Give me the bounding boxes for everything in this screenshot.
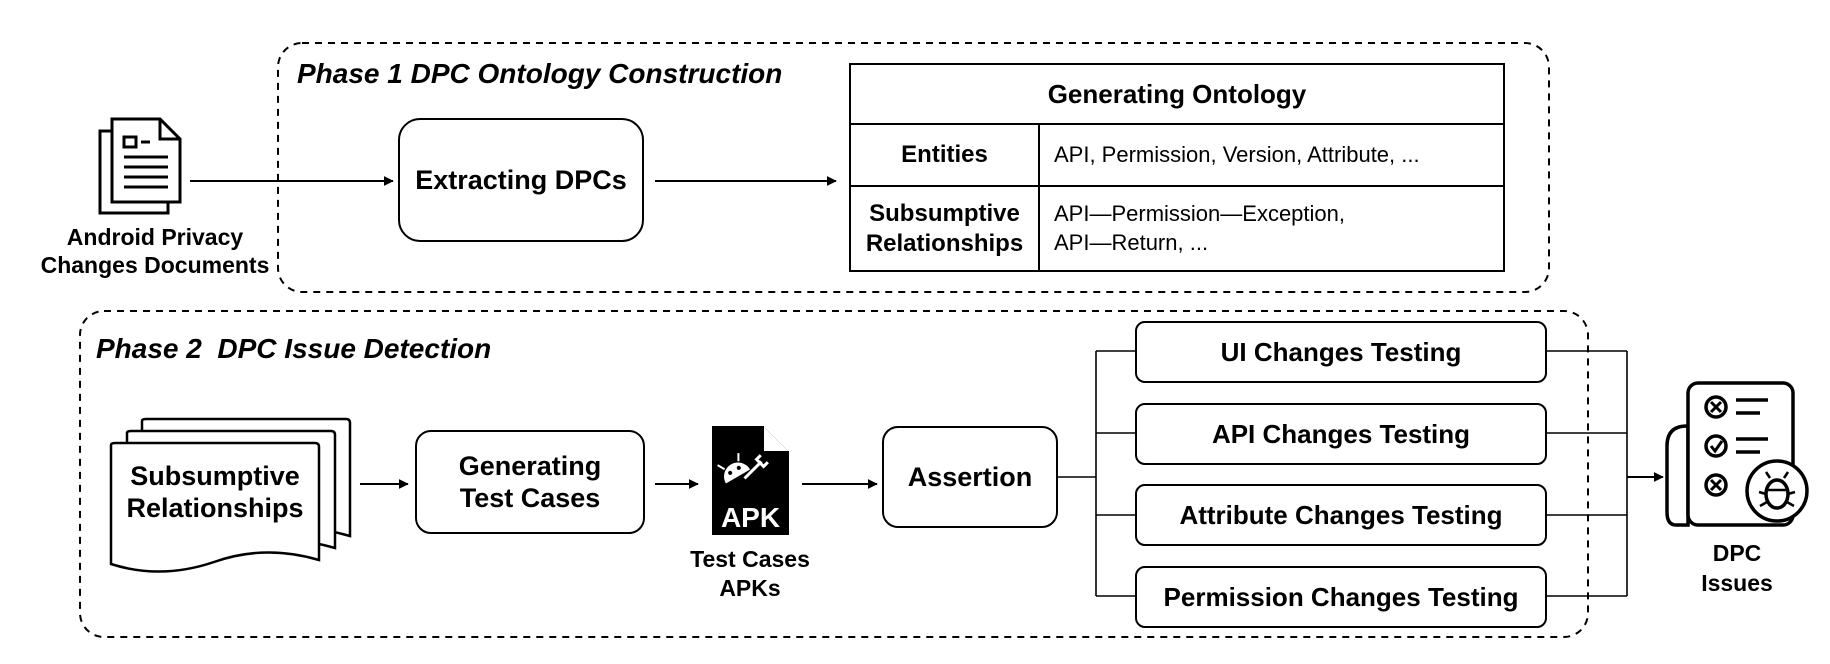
ontology-value-text: API—Permission—Exception, — [1054, 200, 1345, 226]
assertion-box: Assertion — [882, 426, 1058, 528]
stacked-document-shape — [109, 417, 352, 573]
phase1-frame — [277, 42, 1550, 293]
testing-label: API Changes Testing — [1211, 418, 1471, 449]
ontology-key-text: Relationships — [865, 229, 1024, 257]
apk-badge-text: APK — [720, 502, 781, 533]
apk-label: Test Cases APKs — [650, 545, 850, 603]
ontology-value-text: API—Return, ... — [1054, 229, 1209, 255]
attribute-changes-testing-box: Attribute Changes Testing — [1135, 484, 1547, 546]
phase1-title: Phase 1 DPC Ontology Construction — [297, 58, 783, 89]
ontology-table-header: Generating Ontology — [851, 65, 1503, 125]
document-icon — [98, 117, 182, 215]
assertion-label: Assertion — [907, 461, 1033, 492]
phase2-title: Phase 2 DPC Issue Detection — [96, 333, 492, 364]
ontology-key-text: Subsumptive — [869, 199, 1020, 227]
generating-test-cases-box: Generating Test Cases — [415, 430, 645, 534]
api-changes-testing-box: API Changes Testing — [1135, 403, 1547, 465]
ui-changes-testing-box: UI Changes Testing — [1135, 321, 1547, 383]
phase2-frame — [79, 310, 1589, 638]
assertion-to-testing-connectors — [1058, 350, 1137, 597]
generating-line2: Test Cases — [459, 483, 601, 513]
dpc-issues-line2: Issues — [1701, 569, 1773, 596]
apk-label-line1: Test Cases — [690, 546, 810, 572]
ontology-key-text: Entities — [901, 141, 988, 168]
ontology-value-text: API, Permission, Version, Attribute, ... — [1054, 141, 1420, 167]
ontology-key-entities: Entities — [851, 125, 1040, 185]
dpc-issues-line1: DPC — [1712, 540, 1762, 566]
ontology-key-relationships: Subsumptive Relationships — [851, 187, 1040, 270]
ontology-value-relationships: API—Permission—Exception, API—Return, ..… — [1054, 187, 1495, 270]
extracting-dpcs-box: Extracting DPCs — [398, 118, 644, 242]
extracting-dpcs-label: Extracting DPCs — [415, 164, 627, 195]
android-docs-label-line2: Changes Documents — [40, 251, 270, 278]
android-docs-label-line1: Android Privacy — [66, 224, 244, 250]
ontology-value-entities: API, Permission, Version, Attribute, ... — [1054, 125, 1495, 185]
subsumptive-relationships-label: Subsumptive Relationships — [113, 460, 317, 525]
subsumptive-line2: Relationships — [126, 493, 304, 524]
permission-changes-testing-box: Permission Changes Testing — [1135, 566, 1547, 628]
testing-label: Permission Changes Testing — [1163, 581, 1519, 612]
dpc-issues-label: DPC Issues — [1682, 539, 1792, 599]
generating-line1: Generating — [458, 450, 602, 481]
ontology-table: Generating Ontology Entities API, Permis… — [849, 63, 1505, 272]
apk-label-line2: APKs — [719, 574, 781, 601]
testing-to-issues-connectors — [1546, 350, 1628, 597]
android-docs-label: Android Privacy Changes Documents — [30, 224, 280, 279]
apk-file-icon — [712, 426, 789, 535]
ontology-row-entities: Entities API, Permission, Version, Attri… — [851, 125, 1503, 187]
testing-label: Attribute Changes Testing — [1179, 499, 1503, 530]
dpc-issues-report-icon — [1665, 381, 1809, 527]
testing-label: UI Changes Testing — [1220, 336, 1462, 367]
ontology-row-relationships: Subsumptive Relationships API—Permission… — [851, 187, 1503, 270]
subsumptive-line1: Subsumptive — [130, 461, 300, 491]
